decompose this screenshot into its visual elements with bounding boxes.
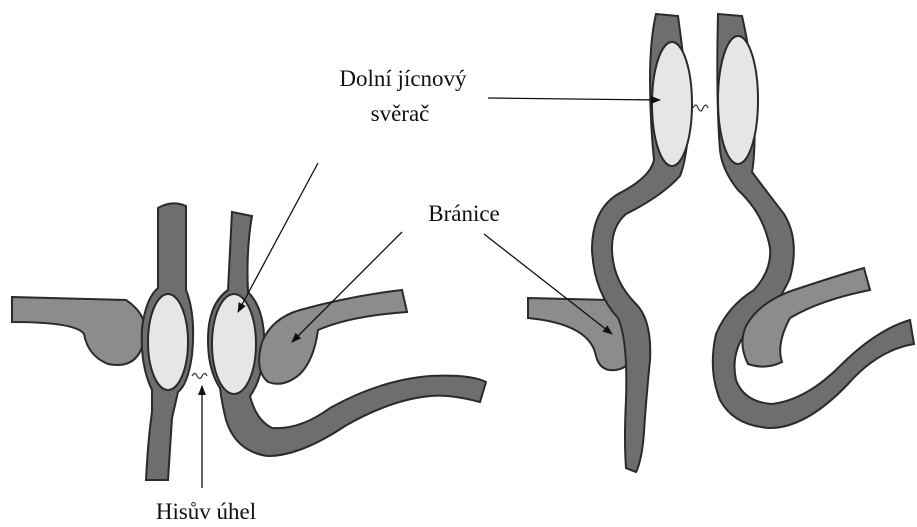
right-figure bbox=[528, 14, 914, 472]
label-his-angle: Hisův úhel bbox=[156, 499, 256, 524]
left-diaphragm-left bbox=[12, 297, 145, 365]
left-sphincter-left bbox=[148, 294, 188, 390]
right-sphincter-right bbox=[718, 36, 758, 164]
left-diaphragm-right bbox=[259, 290, 407, 384]
right-sphincter-left bbox=[652, 42, 692, 166]
right-sphincter-squiggle bbox=[693, 105, 708, 111]
label-sphincter-line1: Dolní jícnový bbox=[339, 66, 467, 91]
arrow-sphincter-right bbox=[488, 98, 660, 100]
label-diaphragm: Bránice bbox=[428, 201, 500, 226]
left-sphincter-right bbox=[212, 294, 256, 394]
label-sphincter-line2: svěrač bbox=[371, 101, 430, 126]
left-figure bbox=[12, 203, 486, 480]
arrow-diaphragm-left bbox=[292, 232, 402, 342]
left-his-squiggle bbox=[192, 374, 207, 379]
